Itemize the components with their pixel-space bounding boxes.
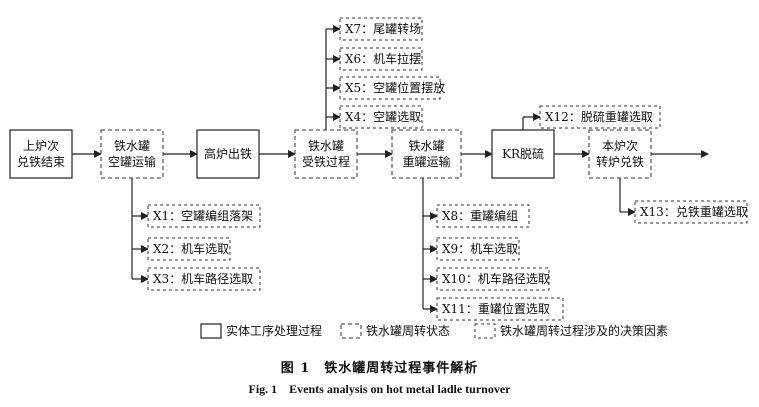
process-node-n6: KR脱硫: [491, 129, 555, 179]
decision-factor-label: X8：重罐编组: [442, 208, 518, 223]
factor-group-n5: X8：重罐编组 X9：机车选取 X10：机车路径选取 X11：重罐位置选取: [436, 204, 564, 321]
decision-factor-box: [147, 204, 261, 228]
decision-factor-box: [339, 17, 423, 41]
process-node-box: [196, 129, 260, 179]
decision-factor-box: [436, 267, 550, 291]
decision-factor-label: X5：空罐位置摆放: [345, 80, 445, 95]
decision-factor-label: X1：空罐编组落架: [153, 208, 253, 223]
process-node-label: 铁水罐: [308, 139, 344, 153]
factor-group-n6: X12：脱硫重罐选取: [539, 105, 661, 129]
decision-factor-box: [147, 267, 261, 291]
process-node-box: [491, 129, 555, 179]
decision-factor-label: X3：机车路径选取: [153, 271, 253, 286]
decision-factor-label: X2：机车选取: [153, 241, 229, 256]
decision-factor-box: [339, 47, 423, 71]
process-node-box: [391, 129, 462, 179]
decision-factor-box: [339, 105, 423, 129]
legend-factor-swatch: [474, 323, 496, 339]
process-node-label: 空罐运输: [108, 154, 156, 169]
decision-factor-box: [634, 200, 748, 224]
factor-group-n2: X1：空罐编组落架 X2：机车选取 X3：机车路径选取: [147, 204, 261, 291]
process-node-box: [294, 129, 358, 179]
decision-factor-label: X13：兑铁重罐选取: [640, 205, 748, 219]
process-node-n3: 高炉出铁: [196, 129, 260, 179]
process-node-label: KR脱硫: [502, 146, 544, 161]
legend-state-label: 铁水罐周转状态: [366, 323, 450, 338]
decision-factor-label: X10：机车路径选取: [442, 271, 550, 286]
process-node-label: 铁水罐: [408, 139, 444, 153]
legend: 实体工序处理过程 铁水罐周转状态 铁水罐周转过程涉及的决策因素: [200, 323, 668, 339]
decision-factor-label: X12：脱硫重罐选取: [545, 109, 653, 124]
decision-factor-label: X9：机车选取: [442, 241, 518, 256]
factor-group-n4: X7：尾罐转场 X6：机车拉摆 X5：空罐位置摆放 X4：空罐选取: [339, 17, 445, 129]
factor-group-n7: X13：兑铁重罐选取: [634, 200, 748, 224]
decision-factor-box: [339, 76, 441, 100]
process-node-box: [100, 129, 164, 179]
legend-solid-swatch: [200, 323, 222, 339]
legend-state-swatch: [340, 323, 362, 339]
process-node-label: 上炉次: [23, 139, 59, 153]
legend-factor-label: 铁水罐周转过程涉及的决策因素: [500, 323, 668, 338]
process-node-label: 铁水罐: [114, 139, 150, 153]
process-node-label: 兑铁结束: [17, 155, 65, 169]
process-node-box: [9, 129, 73, 179]
decision-factor-box: [436, 204, 530, 228]
decision-factor-box: [436, 297, 564, 321]
decision-factor-label: X6：机车拉摆: [345, 51, 421, 66]
decision-factor-box: [436, 237, 520, 261]
decision-factor-label: X7：尾罐转场: [345, 21, 421, 36]
decision-factor-label: X4：空罐选取: [345, 110, 421, 124]
process-node-label: 转炉兑铁: [596, 154, 644, 169]
decision-factor-label: X11：重罐位置选取: [442, 301, 550, 316]
figure-caption-cn: 图 1 铁水罐周转过程事件解析: [280, 361, 479, 376]
process-node-label: 受铁过程: [302, 154, 350, 169]
legend-solid-label: 实体工序处理过程: [226, 323, 322, 338]
process-node-label: 重罐运输: [402, 154, 450, 169]
decision-factor-box: [147, 237, 231, 261]
process-node-label: 本炉次: [602, 139, 638, 153]
decision-factor-box: [539, 105, 661, 129]
process-node-label: 高炉出铁: [204, 146, 252, 161]
process-node-box: [588, 129, 652, 179]
figure-caption-en: Fig. 1 Events analysis on hot metal ladl…: [248, 382, 511, 396]
